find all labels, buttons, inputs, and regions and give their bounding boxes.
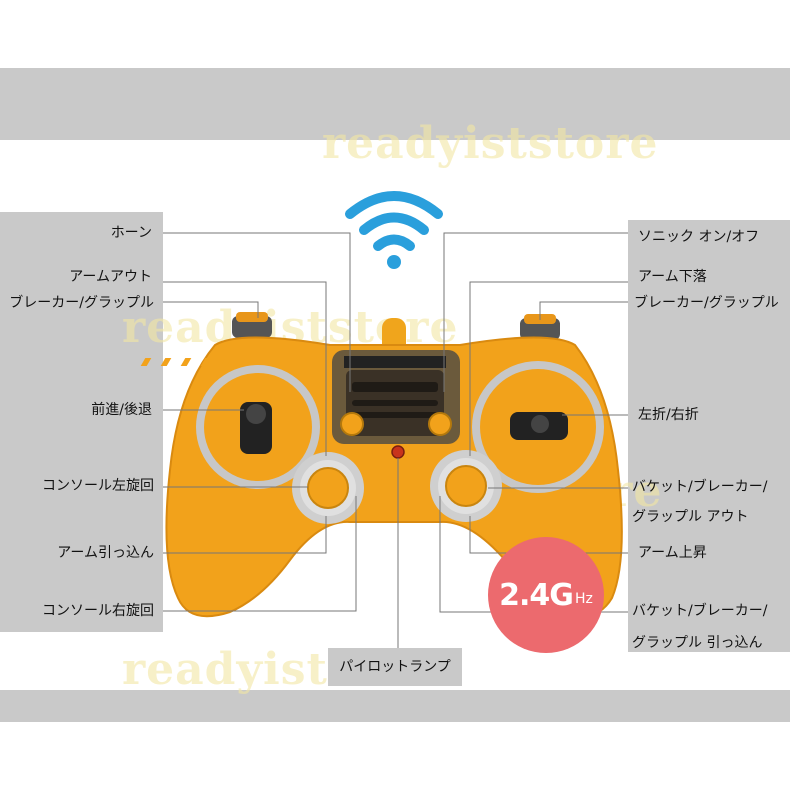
wifi-icon [345,191,443,269]
label-arm-up: アーム上昇 [638,545,707,561]
label-forward-backward: 前進/後退 [91,402,152,418]
label-breaker-grapple-left: ブレーカー/グラップル [9,295,154,311]
frequency-unit: Hz [574,591,593,607]
label-bucket-in-line2: グラップル 引っ込ん [632,635,763,651]
label-bucket-out-line2: グラップル アウト [632,509,749,525]
frequency-value: 2.4G [499,577,574,613]
label-sonic-on-off: ソニック オン/オフ [638,229,760,245]
label-bucket-out-line1: バケット/ブレーカー/ [632,479,768,495]
bottom-band [0,690,790,722]
label-left-right-turn: 左折/右折 [638,407,699,423]
label-arm-in: アーム引っ込ん [57,545,154,561]
left-label-panel [0,212,163,632]
right-label-panel [628,220,790,652]
top-band [0,68,790,140]
label-console-left: コンソール左旋回 [42,478,154,494]
frequency-badge: 2.4G Hz [488,537,604,653]
label-console-right: コンソール右旋回 [42,603,154,619]
label-arm-out: アームアウト [69,269,152,285]
watermark: readyiststore [322,118,659,169]
label-horn: ホーン [110,225,152,241]
label-bucket-in-line1: バケット/ブレーカー/ [632,603,768,619]
label-pilot-lamp: パイロットランプ [328,648,462,686]
label-breaker-grapple-right: ブレーカー/グラップル [634,295,779,311]
label-arm-down: アーム下落 [638,269,707,285]
joystick-icon [240,402,272,454]
